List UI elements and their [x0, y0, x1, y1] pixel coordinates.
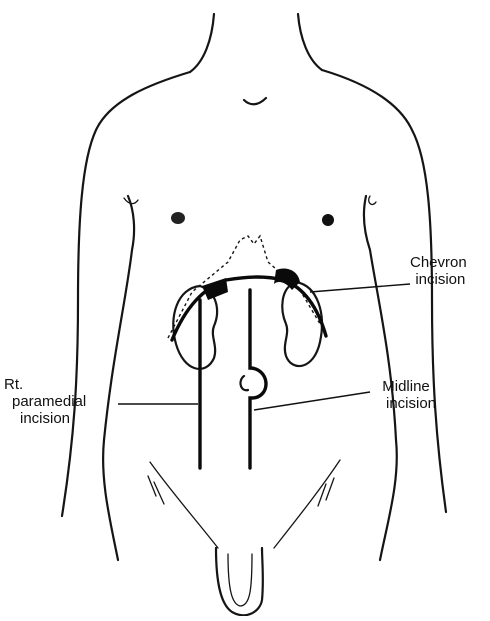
midline-label: Midline incision	[376, 378, 436, 412]
right-axilla-mark	[369, 196, 376, 204]
genital-outline	[216, 548, 263, 615]
genital-inner-line	[228, 554, 252, 606]
right-shoulder-arm	[322, 70, 446, 512]
umbilicus	[241, 376, 248, 390]
right-pubic-shading	[318, 478, 334, 506]
left-flank-line	[103, 196, 134, 560]
neck-right-line	[298, 14, 322, 70]
left-nipple	[171, 212, 185, 224]
left-inguinal-line	[150, 462, 218, 548]
chevron-leader-line	[310, 284, 410, 292]
neck-left-line	[190, 14, 214, 72]
midline-leader-line	[254, 392, 370, 410]
paramedial-label-line1: Rt.	[4, 376, 86, 393]
right-inguinal-line	[274, 460, 340, 548]
right-nipple	[322, 214, 334, 226]
midline-label-line2: incision	[386, 395, 436, 412]
midline-label-line1: Midline	[376, 378, 436, 395]
sternal-notch	[244, 98, 266, 104]
midline-incision-line	[250, 290, 266, 468]
right-renal-pedicle-mark	[202, 278, 228, 300]
chevron-label-line1: Chevron	[410, 254, 467, 271]
paramedial-label-line2: paramedial	[12, 393, 86, 410]
chevron-label: Chevron incision	[410, 254, 467, 288]
chevron-label-line2: incision	[414, 271, 467, 288]
left-kidney-icon	[282, 282, 322, 366]
paramedial-label: Rt. paramedial incision	[4, 376, 86, 427]
left-pubic-shading	[148, 476, 164, 504]
paramedial-label-line3: incision	[20, 410, 86, 427]
